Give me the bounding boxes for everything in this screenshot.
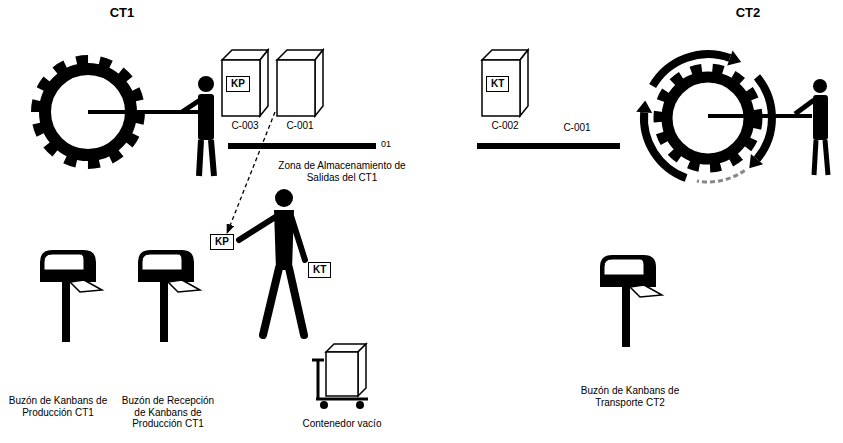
empty-container-cart <box>312 344 368 409</box>
text-label: Zona de Almacenamiento de Salidas del CT… <box>270 160 414 183</box>
rotation-arrows <box>636 50 772 182</box>
text-label: 01 <box>376 139 396 149</box>
container-code: C-003 <box>220 120 270 132</box>
text-label: Buzón de Kanbans de Producción CT1 <box>8 395 108 418</box>
kanban-card: KT <box>308 262 331 278</box>
mailbox <box>600 255 662 347</box>
text-label: CT1 <box>100 6 144 21</box>
kanban-card: KP <box>210 234 234 250</box>
text-label: C-001 <box>555 122 599 134</box>
text-label: CT2 <box>726 6 770 21</box>
operator-figure <box>182 76 214 176</box>
card-code: KP <box>231 78 245 90</box>
mailbox <box>138 250 200 342</box>
work-center-gear <box>36 60 198 164</box>
operator-figure <box>795 79 828 175</box>
work-center-gear <box>658 68 812 168</box>
kanban-container: C-002 KT <box>480 46 530 134</box>
kanban-card: KT <box>486 76 509 92</box>
text-label: Buzón de Kanbans de Transporte CT2 <box>578 385 682 408</box>
kanban-container: C-003 KP <box>220 46 270 134</box>
storage-bar <box>477 143 620 149</box>
storage-bar <box>228 143 376 149</box>
container-cube <box>275 46 325 118</box>
text-label: Contenedor vacío <box>287 418 397 430</box>
text-label: Buzón de Recepción de Kanbans de Producc… <box>118 395 218 430</box>
kanban-card: KP <box>226 76 250 92</box>
mailbox <box>40 250 102 342</box>
kanban-container: C-001 <box>275 46 325 134</box>
card-code: KT <box>313 264 326 276</box>
container-code: C-001 <box>275 120 325 132</box>
card-code: KP <box>215 236 229 248</box>
carrier-figure <box>239 189 305 335</box>
container-code: C-002 <box>480 120 530 132</box>
card-code: KT <box>491 78 504 90</box>
